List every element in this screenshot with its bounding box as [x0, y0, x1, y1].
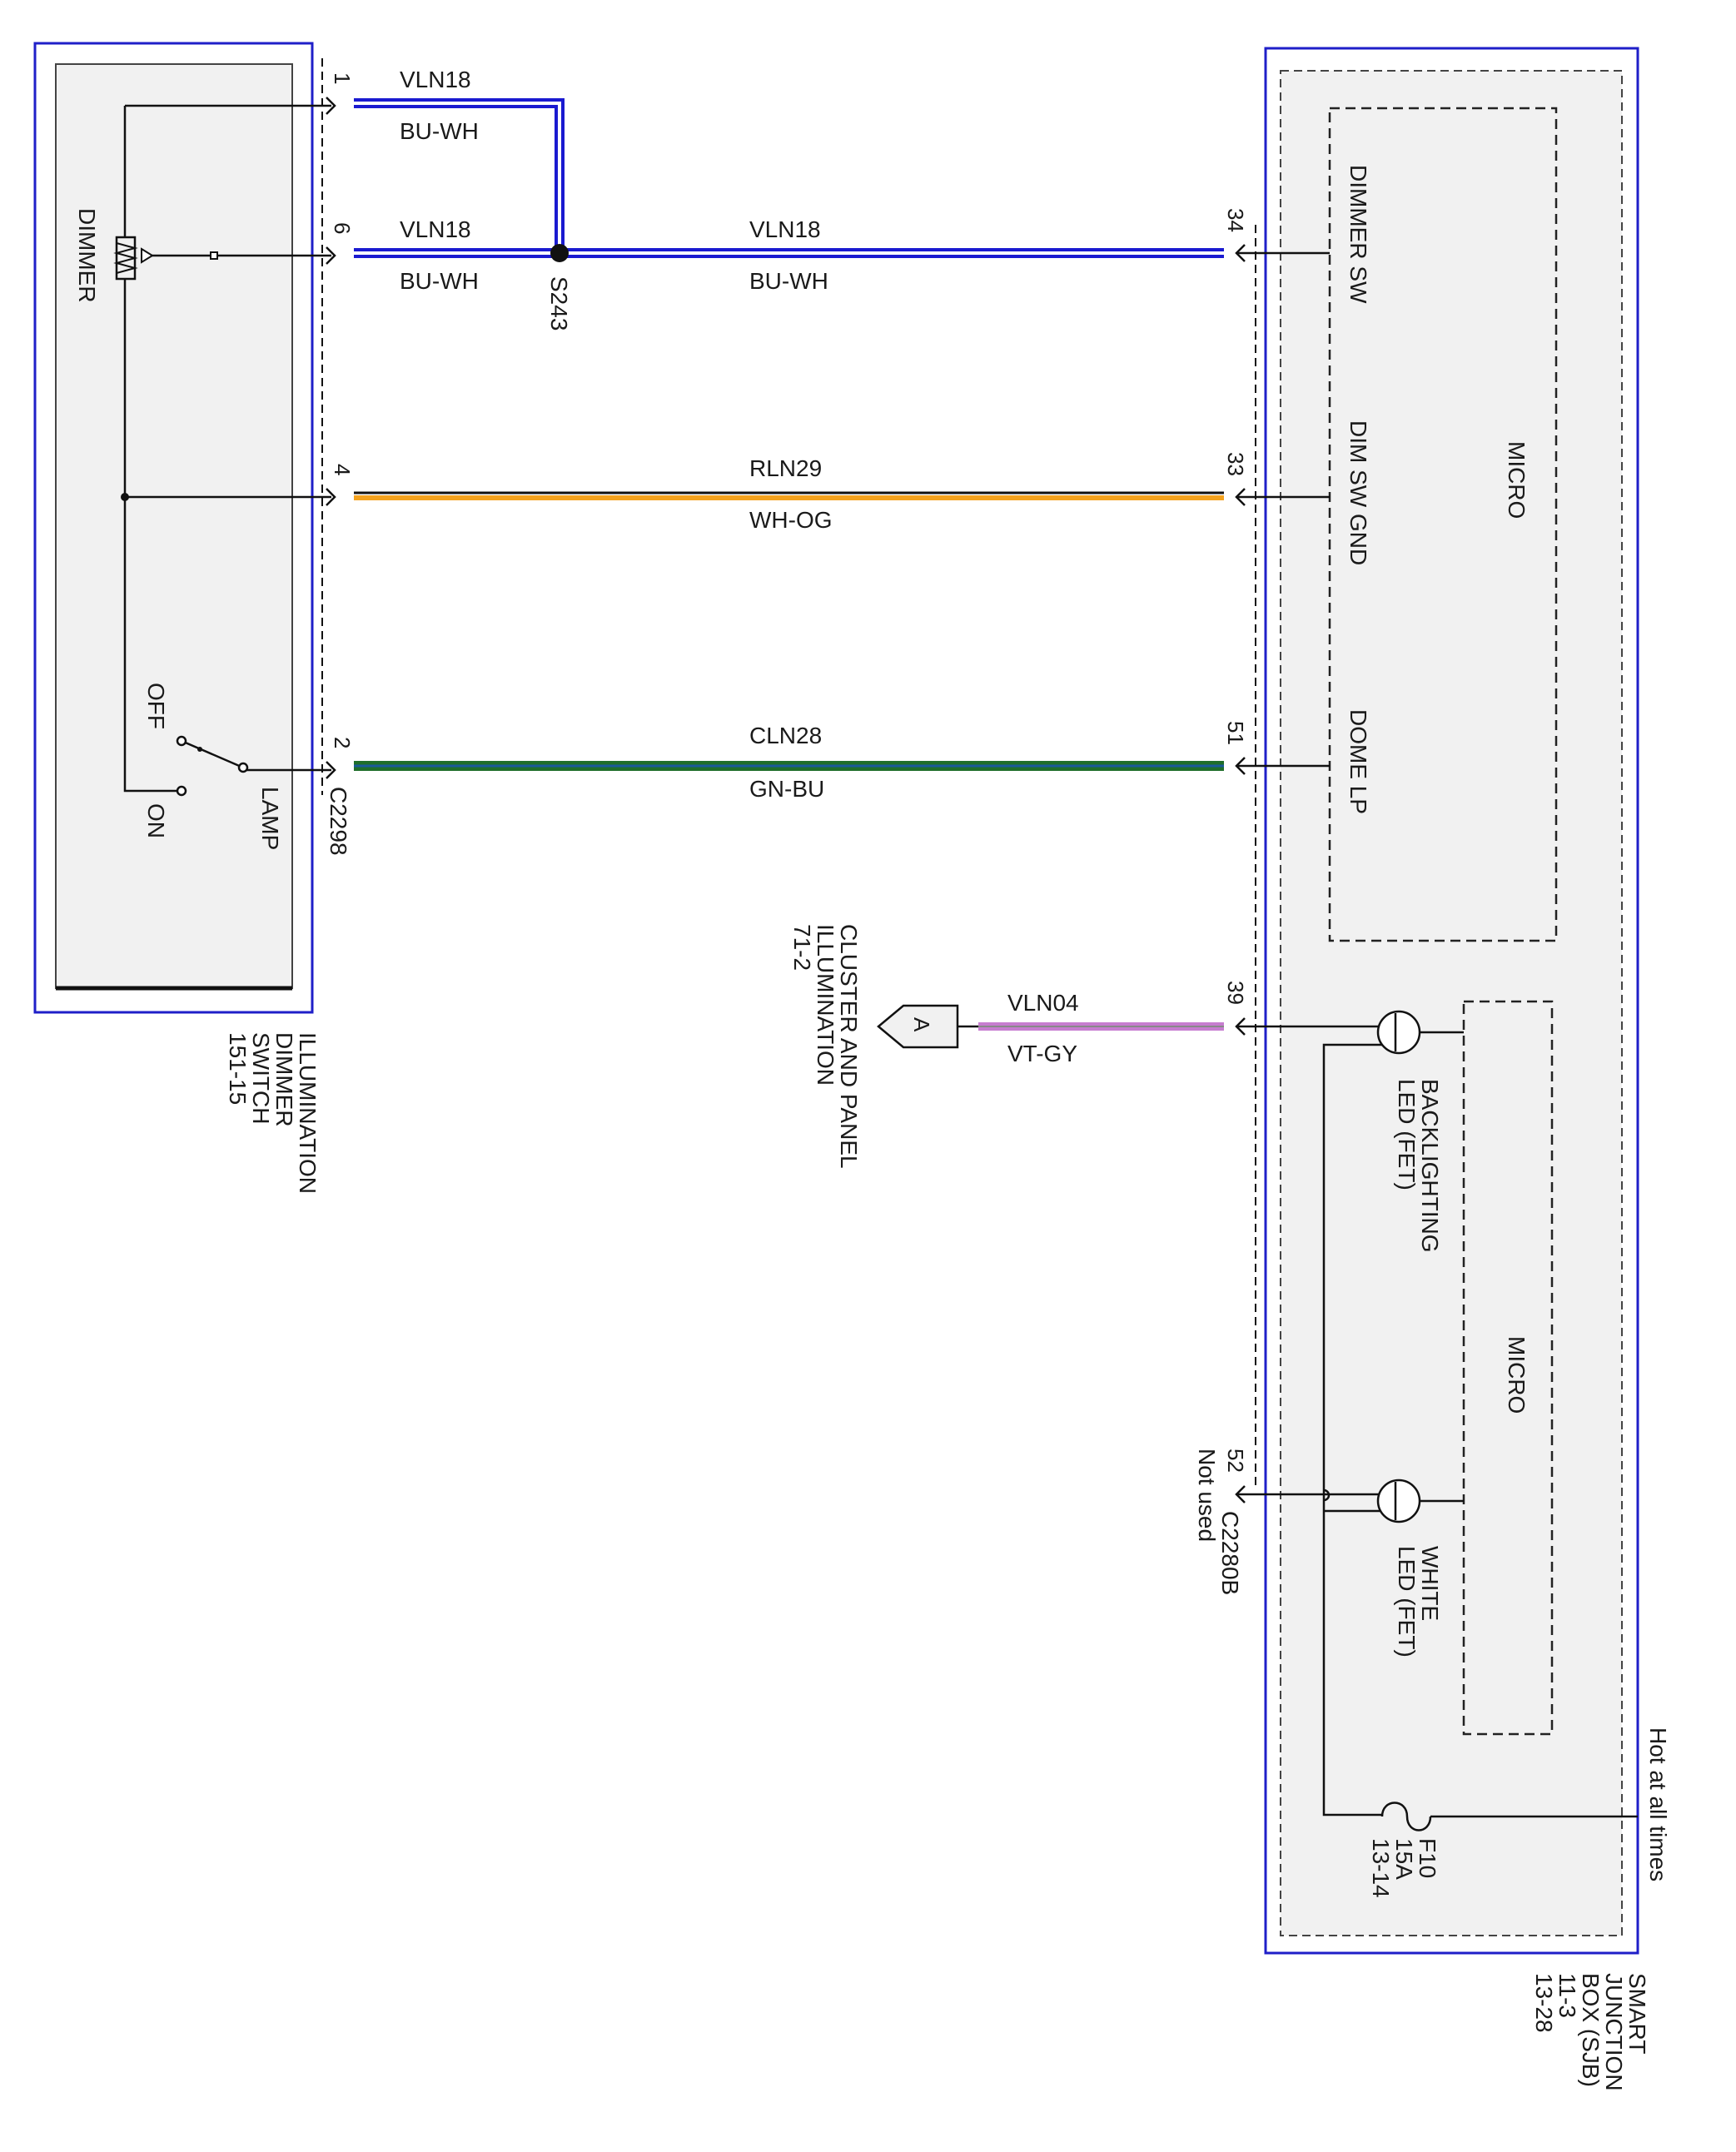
svg-text:BACKLIGHTING: BACKLIGHTING [1417, 1079, 1443, 1252]
svg-text:S243: S243 [546, 276, 572, 331]
fuse-f10: F10 15A 13-14 [1368, 1802, 1440, 1898]
svg-text:GN-BU: GN-BU [749, 776, 824, 802]
svg-text:SWITCH: SWITCH [248, 1032, 274, 1124]
illumination-dimmer-switch: DIMMER OFF ON LAMP 1 6 4 2 C2298 ILLUMIN… [33, 42, 355, 1194]
hot-at-all-times-label: Hot at all times [1645, 1727, 1671, 1881]
pin-52: 52 [1223, 1449, 1248, 1473]
c2298-pin-marks [326, 97, 336, 779]
c2280b-connector-label: C2280B [1217, 1511, 1243, 1595]
svg-text:A: A [909, 1017, 934, 1032]
dimmer-switch-frame [33, 42, 314, 1014]
pin-1: 1 [330, 72, 355, 84]
splice-s243: S243 [546, 244, 572, 331]
svg-text:VLN18: VLN18 [400, 67, 471, 92]
svg-text:ILLUMINATION: ILLUMINATION [813, 924, 838, 1086]
dimmer-switch-body [55, 63, 293, 989]
svg-text:LED (FET): LED (FET) [1394, 1079, 1420, 1190]
svg-text:71-2: 71-2 [789, 924, 815, 971]
svg-text:F10: F10 [1415, 1838, 1440, 1878]
svg-text:ILLUMINATION: ILLUMINATION [295, 1032, 321, 1194]
svg-text:15A: 15A [1391, 1838, 1417, 1880]
svg-text:151-15: 151-15 [225, 1032, 251, 1105]
smart-junction-box: MICRO MICRO DIMMER SW DIM SW GND DOME LP [1194, 47, 1671, 2091]
svg-text:CLUSTER AND PANEL: CLUSTER AND PANEL [836, 924, 862, 1169]
not-used-label: Not used [1194, 1449, 1220, 1542]
svg-text:VT-GY: VT-GY [1007, 1041, 1077, 1066]
pin-33: 33 [1223, 452, 1248, 476]
svg-text:BU-WH: BU-WH [749, 268, 828, 294]
svg-text:BOX (SJB): BOX (SJB) [1578, 1973, 1604, 2087]
svg-text:VLN18: VLN18 [749, 216, 821, 242]
input-dome-lp: DOME LP [1346, 709, 1371, 814]
pin-6: 6 [330, 222, 355, 234]
wire-cln28: CLN28 GN-BU [354, 723, 1224, 802]
pin-39: 39 [1223, 981, 1248, 1005]
input-dim-sw-gnd: DIM SW GND [1346, 420, 1371, 565]
wire-rln29: RLN29 WH-OG [354, 455, 1224, 533]
white-led-fet: WHITE LED (FET) [1376, 1479, 1443, 1657]
svg-text:BU-WH: BU-WH [400, 118, 479, 144]
wire-vln18-main: VLN18 BU-WH [560, 216, 1224, 294]
wire-vln18-pin6: VLN18 BU-WH [354, 216, 560, 294]
micro-upper-box [1328, 107, 1558, 942]
svg-text:RLN29: RLN29 [749, 455, 822, 481]
svg-text:JUNCTION: JUNCTION [1601, 1973, 1627, 2091]
offpage-destination-label: CLUSTER AND PANEL ILLUMINATION 71-2 [789, 924, 862, 1169]
micro-lower-label: MICRO [1504, 1336, 1530, 1414]
svg-text:CLN28: CLN28 [749, 723, 822, 748]
wire-vln04: VLN04 VT-GY [978, 990, 1224, 1066]
c2280b-pin-marks [1235, 244, 1246, 1503]
pin-4: 4 [330, 464, 355, 475]
sjb-body [1280, 70, 1623, 1936]
svg-text:VLN18: VLN18 [400, 216, 471, 242]
pin-51: 51 [1223, 721, 1248, 745]
wire-vln18-pin1: VLN18 BU-WH [354, 67, 565, 253]
sjb-frame [1264, 47, 1639, 1955]
svg-text:WH-OG: WH-OG [749, 507, 833, 533]
svg-text:WHITE: WHITE [1417, 1546, 1443, 1621]
svg-text:11-3: 11-3 [1554, 1973, 1580, 2018]
svg-text:13-28: 13-28 [1531, 1973, 1557, 2033]
svg-text:SMART: SMART [1624, 1973, 1650, 2055]
switch-lamp-label: LAMP [257, 787, 283, 850]
c2298-connector-label: C2298 [326, 787, 351, 856]
svg-text:13-14: 13-14 [1368, 1838, 1394, 1898]
svg-text:LED (FET): LED (FET) [1394, 1546, 1420, 1657]
offpage-connector-a: A CLUSTER AND PANEL ILLUMINATION 71-2 [789, 924, 978, 1169]
sjb-name: SMART JUNCTION BOX (SJB) 11-3 13-28 [1531, 1973, 1650, 2091]
switch-on-label: ON [143, 803, 169, 838]
micro-lower-box [1462, 1000, 1554, 1736]
svg-text:BU-WH: BU-WH [400, 268, 479, 294]
dimmer-label: DIMMER [74, 208, 100, 303]
backlighting-led-fet: BACKLIGHTING LED (FET) [1376, 1010, 1443, 1252]
switch-off-label: OFF [143, 683, 169, 729]
svg-text:VLN04: VLN04 [1007, 990, 1079, 1016]
dimmer-switch-name: ILLUMINATION DIMMER SWITCH 151-15 [225, 1032, 321, 1194]
pin-34: 34 [1223, 208, 1248, 232]
pin-2: 2 [330, 737, 355, 748]
micro-upper-label: MICRO [1504, 441, 1530, 519]
dimmer-internal-circuit [113, 104, 331, 793]
input-dimmer-sw: DIMMER SW [1346, 165, 1371, 304]
svg-text:DIMMER: DIMMER [271, 1032, 297, 1127]
